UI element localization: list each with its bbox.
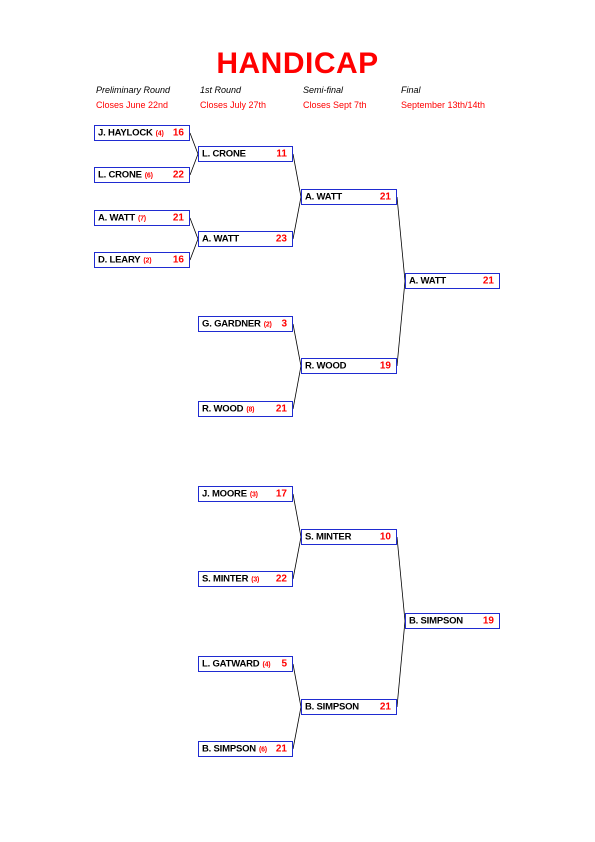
match-entry: A. WATT 21 (405, 273, 500, 289)
player-name-text: A. WATT (409, 275, 446, 287)
handicap: (6) (144, 172, 153, 180)
score: 22 (172, 169, 184, 181)
round-header-semifinal: Semi-final (303, 85, 344, 95)
match-entry: S. MINTER(3) 22 (198, 571, 293, 587)
score: 21 (172, 212, 184, 224)
player-name-text: L. CRONE (202, 148, 246, 160)
match-entry: A. WATT 21 (301, 189, 397, 205)
handicap: (7) (137, 215, 146, 223)
player-name-text: R. WOOD (202, 403, 244, 415)
score: 16 (172, 254, 184, 266)
match-entry: B. SIMPSON 19 (405, 613, 500, 629)
match-entry: S. MINTER 10 (301, 529, 397, 545)
player-name-text: A. WATT (305, 191, 342, 203)
player-name: L. GATWARD(4) (202, 658, 271, 670)
score: 5 (281, 658, 287, 670)
player-name: B. SIMPSON (409, 616, 463, 627)
score: 21 (275, 743, 287, 755)
round-closes-semifinal: Closes Sept 7th (303, 100, 367, 110)
handicap: (6) (258, 746, 267, 754)
player-name: A. WATT (202, 234, 242, 245)
round-closes-preliminary: Closes June 22nd (96, 100, 169, 110)
player-name: J. MOORE(3) (202, 489, 258, 500)
player-name-text: A. WATT (98, 212, 135, 224)
match-entry: J. MOORE(3) 17 (198, 486, 293, 502)
match-entry: R. WOOD 19 (301, 358, 397, 374)
score: 21 (275, 403, 287, 415)
page-title: HANDICAP (216, 47, 379, 80)
player-name-text: J. MOORE (202, 488, 247, 500)
score: 23 (275, 233, 287, 245)
player-name: J. HAYLOCK(4) (98, 128, 164, 139)
round-closes-final: September 13th/14th (401, 100, 486, 110)
handicap: (2) (143, 257, 152, 265)
match-entry: R. WOOD(8) 21 (198, 401, 293, 417)
handicap: (4) (262, 661, 271, 669)
match-entry: A. WATT 23 (198, 231, 293, 247)
player-name-text: L. GATWARD (202, 658, 260, 670)
player-name: A. WATT(7) (98, 213, 146, 224)
score: 3 (281, 318, 287, 330)
player-name: G. GARDNER(2) (202, 319, 272, 330)
round-header-first: 1st Round (200, 85, 242, 95)
match-entry: D. LEARY(2) 16 (94, 252, 190, 268)
player-name-text: B. SIMPSON (202, 743, 256, 755)
handicap: (4) (155, 130, 164, 138)
player-name: A. WATT (409, 276, 446, 287)
handicap: (8) (246, 406, 255, 414)
handicap: (2) (263, 321, 272, 329)
score: 21 (379, 191, 391, 203)
match-entry: G. GARDNER(2) 3 (198, 316, 293, 332)
score: 19 (379, 360, 391, 372)
handicap: (3) (249, 491, 258, 499)
match-entry: L. CRONE 11 (198, 146, 293, 162)
round-header-preliminary: Preliminary Round (96, 85, 171, 95)
match-entry: L. GATWARD(4) 5 (198, 656, 293, 672)
round-closes-first: Closes July 27th (200, 100, 267, 110)
player-name: S. MINTER(3) (202, 574, 259, 585)
player-name: B. SIMPSON (305, 702, 359, 713)
match-entry: L. CRONE(6) 22 (94, 167, 190, 183)
score: 22 (275, 573, 287, 585)
player-name-text: S. MINTER (305, 531, 352, 543)
player-name: D. LEARY(2) (98, 254, 152, 266)
match-entry: A. WATT(7) 21 (94, 210, 190, 226)
player-name-text: S. MINTER (202, 573, 249, 585)
player-name-text: B. SIMPSON (409, 615, 463, 627)
match-entry: J. HAYLOCK(4) 16 (94, 125, 190, 141)
score: 17 (275, 488, 287, 500)
player-name: R. WOOD (305, 360, 347, 372)
player-name-text: L. CRONE (98, 169, 142, 181)
round-header-final: Final (401, 85, 421, 95)
match-entry: B. SIMPSON(6) 21 (198, 741, 293, 757)
score: 10 (379, 531, 391, 543)
player-name-text: R. WOOD (305, 360, 347, 372)
handicap: (3) (251, 576, 260, 584)
score: 19 (482, 615, 494, 627)
player-name: L. CRONE(6) (98, 170, 153, 181)
player-name-text: B. SIMPSON (305, 701, 359, 713)
player-name-text: J. HAYLOCK (98, 127, 153, 139)
match-entry: B. SIMPSON 21 (301, 699, 397, 715)
player-name: R. WOOD(8) (202, 403, 255, 415)
player-name: B. SIMPSON(6) (202, 744, 267, 755)
player-name-text: D. LEARY (98, 254, 141, 266)
score: 21 (482, 275, 494, 287)
player-name: A. WATT (305, 192, 342, 203)
player-name: L. CRONE (202, 149, 249, 160)
player-name-text: G. GARDNER (202, 318, 261, 330)
score: 16 (172, 127, 184, 139)
player-name-text: A. WATT (202, 233, 239, 245)
score: 11 (276, 148, 287, 160)
score: 21 (379, 701, 391, 713)
player-name: S. MINTER (305, 532, 351, 543)
